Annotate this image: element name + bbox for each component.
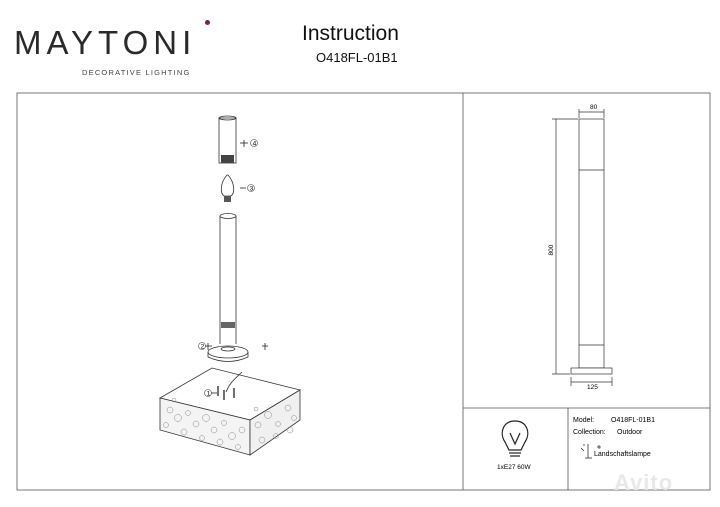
- dim-height: 800: [548, 244, 555, 255]
- pole-part: [219, 213, 237, 344]
- spec-collection-label: Collection:: [573, 429, 606, 436]
- assembly-drawing: [158, 115, 302, 456]
- landscape-lamp-icon: [580, 444, 601, 459]
- dim-width-top: 80: [590, 104, 598, 111]
- screw-markers: [205, 140, 268, 394]
- step-markers: [198, 139, 258, 397]
- spec-type-value: Landschaftslampe: [594, 451, 651, 458]
- dimension-drawing: [552, 109, 613, 386]
- brand-logo: MAYTONI: [14, 24, 197, 61]
- dim-width-base: 125: [587, 384, 598, 391]
- page-title: Instruction: [302, 22, 399, 45]
- step-4-marker: [250, 139, 258, 147]
- step-3-marker: [247, 184, 255, 192]
- base-part: [207, 345, 249, 362]
- spec-model-value: O418FL-01B1: [611, 417, 655, 424]
- step-2-label: 2: [201, 343, 205, 350]
- watermark: Avito: [614, 470, 674, 495]
- ground-block: [158, 367, 302, 456]
- step-4-label: 4: [253, 140, 257, 147]
- bulb-part: [220, 174, 235, 202]
- sheet-frame: [16, 92, 711, 491]
- spec-model-label: Model:: [573, 417, 594, 424]
- spec-collection-value: Outdoor: [617, 429, 643, 436]
- lamp-base-profile: [570, 367, 613, 375]
- brand-tagline: DECORATIVE LIGHTING: [82, 68, 191, 77]
- bulb-icon: [501, 420, 529, 457]
- step-2-marker: [198, 342, 206, 350]
- logo-dot: [205, 20, 210, 25]
- model-number: O418FL-01B1: [316, 50, 398, 65]
- step-3-label: 3: [250, 185, 254, 192]
- lamp-profile: [578, 118, 605, 369]
- cap-part: [218, 115, 237, 164]
- bulb-spec: 1xE27 60W: [497, 464, 531, 471]
- step-1-marker: [204, 389, 212, 397]
- step-1-label: 1: [207, 390, 211, 397]
- gravel-texture: [163, 397, 297, 450]
